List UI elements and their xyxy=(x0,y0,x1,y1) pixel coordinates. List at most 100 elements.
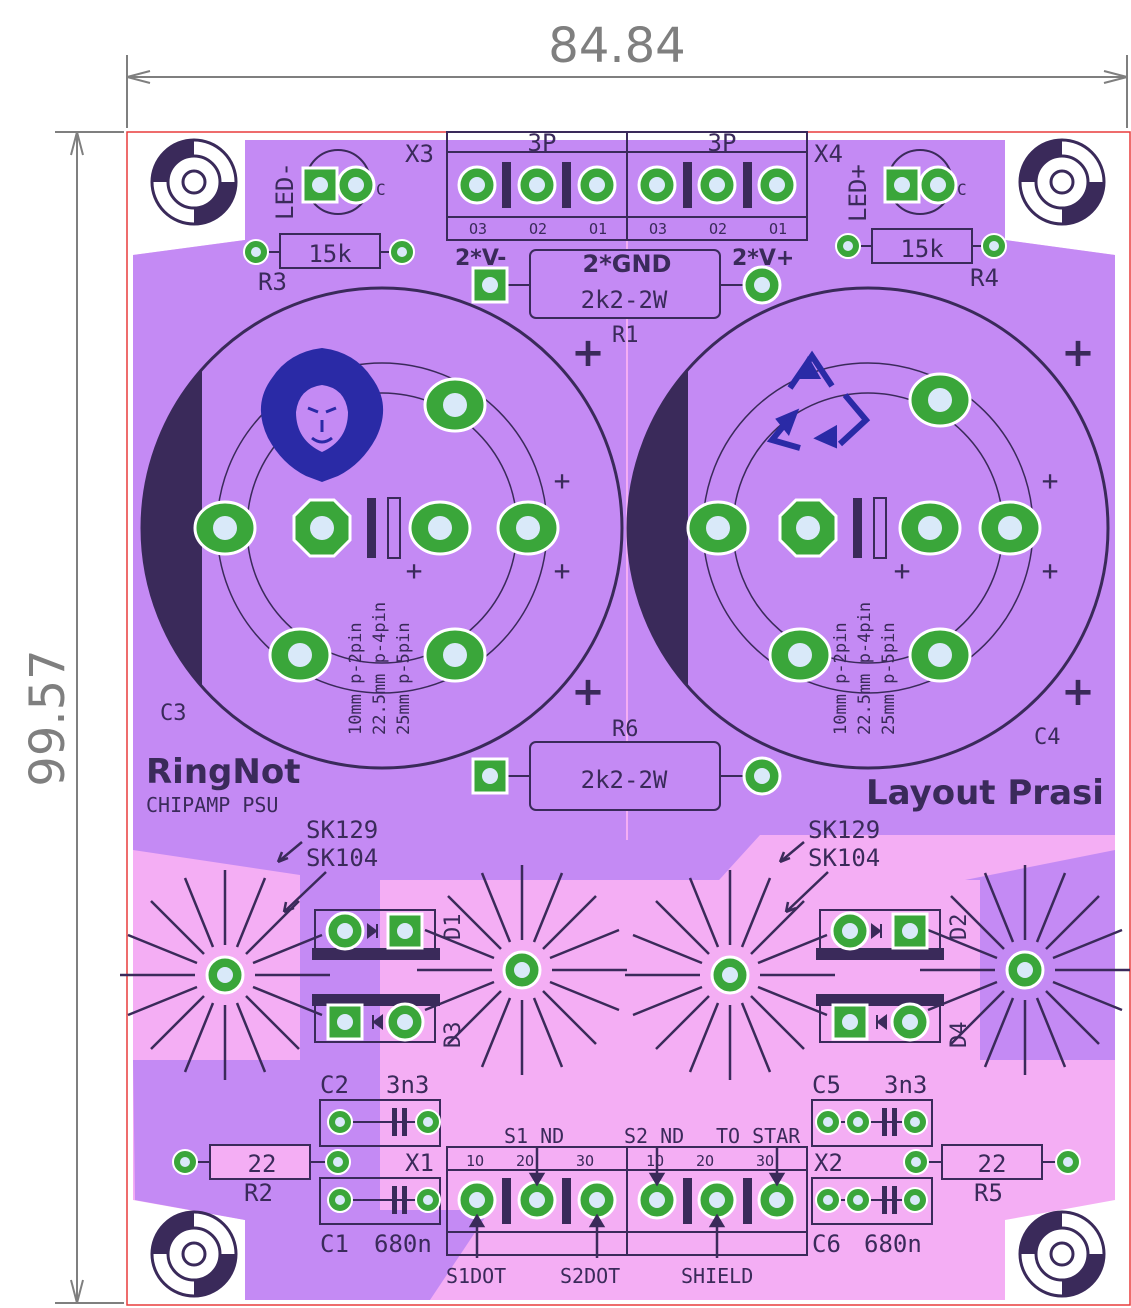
recycle-icon xyxy=(766,350,871,451)
r3-label: R3 xyxy=(258,268,287,296)
r1-label: R1 xyxy=(612,323,639,348)
capacitor-c3 xyxy=(140,286,624,770)
capacitor-c1 xyxy=(319,1177,441,1225)
mounting-hole-icon xyxy=(150,138,238,226)
r6-value: 2k2-2W xyxy=(581,766,668,794)
x2-label: X2 xyxy=(814,1149,843,1177)
mounting-hole-icon xyxy=(150,1210,238,1298)
c4-pitch-1: 10mm p-2pin xyxy=(831,622,851,735)
led-left-c: C xyxy=(376,180,386,199)
x3-pin-o1: O1 xyxy=(589,220,607,238)
dimension-width xyxy=(126,55,1128,128)
x1-pin-3: 3O xyxy=(576,1152,594,1170)
r4-value: 15k xyxy=(900,235,944,263)
c6-value: 680n xyxy=(864,1230,922,1258)
to-star-label: TO_STAR xyxy=(716,1124,801,1148)
diode-d2 xyxy=(816,909,944,960)
gnd-label: 2*GND xyxy=(583,250,672,278)
r1-value: 2k2-2W xyxy=(581,286,668,314)
d2-label: D2 xyxy=(947,914,972,941)
diode-d3 xyxy=(312,994,440,1043)
led-right-c: C xyxy=(957,180,967,199)
c3-pitch-1: 10mm p-2pin xyxy=(346,622,366,735)
led-plus-label: LED+ xyxy=(844,164,872,222)
c4-plus-b: + xyxy=(1042,554,1059,587)
d4-label: D4 xyxy=(947,1022,972,1049)
mounting-hole-icon xyxy=(1018,138,1106,226)
c3-plus-top: + xyxy=(571,330,605,376)
resistor-r5 xyxy=(903,1144,1081,1180)
vplus-label: 2*V+ xyxy=(732,246,794,271)
c4-pitch-3: 25mm p-5pin xyxy=(879,622,899,735)
x2-pin-2: 2O xyxy=(696,1152,714,1170)
c4-plus-bottom: + xyxy=(1061,669,1095,715)
resistor-r3 xyxy=(243,233,415,269)
sk104-label-left: SK104 xyxy=(306,844,378,872)
sk129-label-right: SK129 xyxy=(808,816,880,844)
capacitor-c5 xyxy=(811,1099,933,1147)
x2-pin-3: 3O xyxy=(756,1152,774,1170)
resistor-r2 xyxy=(172,1144,351,1180)
r5-label: R5 xyxy=(974,1179,1003,1207)
c4-label: C4 xyxy=(1034,725,1061,750)
c1-value: 680n xyxy=(374,1230,432,1258)
r4-label: R4 xyxy=(970,264,999,292)
s2-nd-label: S2_ND xyxy=(624,1124,684,1148)
x4-type: 3P xyxy=(708,129,737,157)
x4-pin-o2: O2 xyxy=(709,220,727,238)
diode-d4 xyxy=(816,994,944,1043)
led-minus-label: LED- xyxy=(271,162,299,220)
led-right xyxy=(883,149,958,215)
r2-label: R2 xyxy=(244,1179,273,1207)
capacitor-c2 xyxy=(319,1099,441,1147)
dimension-height xyxy=(55,131,124,1304)
c5-value: 3n3 xyxy=(884,1071,927,1099)
r3-value: 15k xyxy=(308,240,352,268)
s2dot-label: S2DOT xyxy=(560,1264,620,1288)
c3-pitch-3: 25mm p-5pin xyxy=(394,622,414,735)
brand-subtitle: CHIPAMP PSU xyxy=(146,793,278,817)
connector-x3x4 xyxy=(446,131,808,241)
s1dot-label: S1DOT xyxy=(446,1264,506,1288)
x4-pin-o1: O1 xyxy=(769,220,787,238)
c4-plus-a: + xyxy=(1042,464,1059,497)
front-copper-pour-right xyxy=(965,850,1115,1060)
shield-label: SHIELD xyxy=(681,1264,753,1288)
capacitor-c4 xyxy=(626,286,1110,770)
x2-pin-1: 1O xyxy=(646,1152,664,1170)
c3-plus-c: + xyxy=(406,554,423,587)
x3-type: 3P xyxy=(528,129,557,157)
connector-x1x2 xyxy=(446,1146,808,1256)
d3-label: D3 xyxy=(441,1022,466,1049)
brand-title: RingNot xyxy=(146,752,300,792)
x1-label: X1 xyxy=(405,1149,434,1177)
x4-pin-o3: O3 xyxy=(649,220,667,238)
x1-pin-2: 2O xyxy=(516,1152,534,1170)
c3-plus-a: + xyxy=(554,464,571,497)
c5-label: C5 xyxy=(812,1071,841,1099)
capacitor-c6 xyxy=(811,1177,933,1225)
c1-label: C1 xyxy=(320,1230,349,1258)
led-left xyxy=(301,149,376,215)
c4-plus-c: + xyxy=(894,554,911,587)
c6-label: C6 xyxy=(812,1230,841,1258)
c3-plus-b: + xyxy=(554,554,571,587)
resistor-r6 xyxy=(471,741,782,811)
lion-head-icon xyxy=(260,348,384,482)
x4-label: X4 xyxy=(814,140,843,168)
d1-label: D1 xyxy=(441,914,466,941)
vminus-label: 2*V- xyxy=(455,246,506,271)
x3-label: X3 xyxy=(405,140,434,168)
resistor-r4 xyxy=(835,228,1007,264)
r5-value: 22 xyxy=(978,1150,1007,1178)
mounting-hole-icon xyxy=(1018,1210,1106,1298)
x3-pin-o2: O2 xyxy=(529,220,547,238)
x1-pin-1: 1O xyxy=(466,1152,484,1170)
diode-d1 xyxy=(312,909,440,960)
sk129-label-left: SK129 xyxy=(306,816,378,844)
c2-value: 3n3 xyxy=(386,1071,429,1099)
s1-nd-label: S1_ND xyxy=(504,1124,564,1148)
layout-credit: Layout Prasi xyxy=(866,773,1104,813)
c2-label: C2 xyxy=(320,1071,349,1099)
